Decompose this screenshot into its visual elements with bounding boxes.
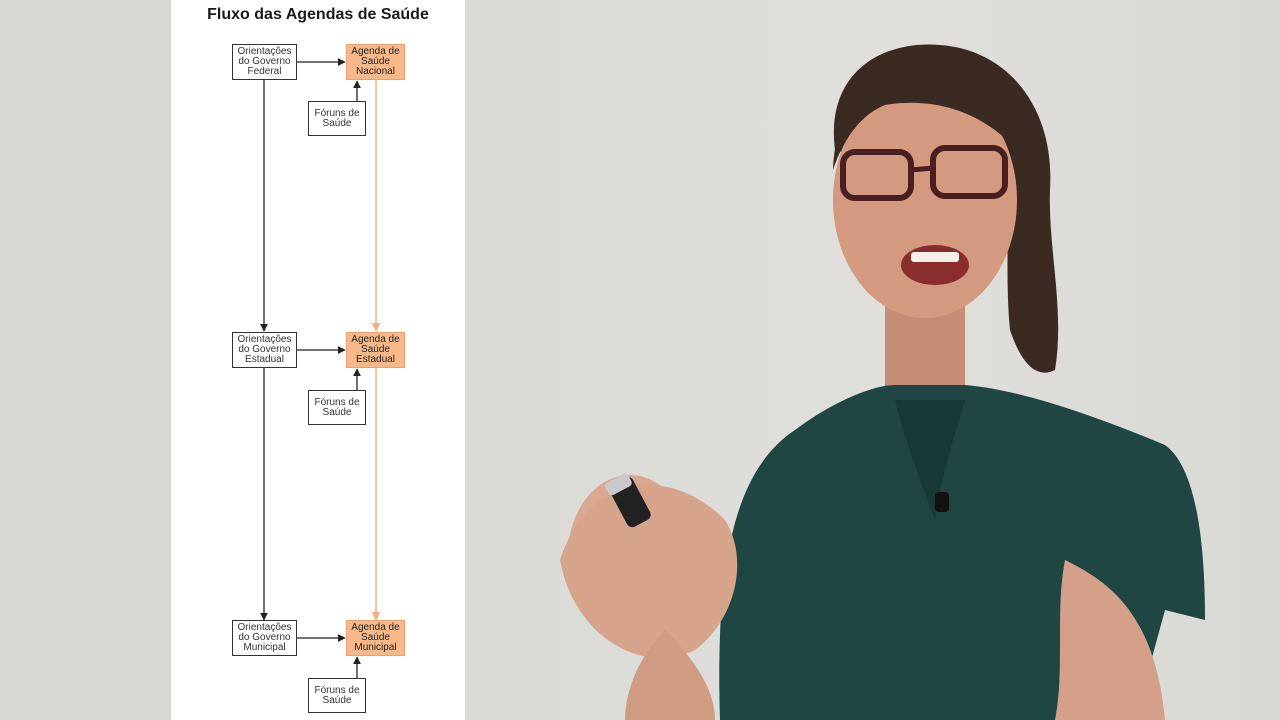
guidance-box-federal: Orientações do Governo Federal: [232, 44, 297, 80]
guidance-box-municipal: Orientações do Governo Municipal: [232, 620, 297, 656]
forum-box-state: Fóruns de Saúde: [308, 390, 366, 425]
guidance-box-state: Orientações do Governo Estadual: [232, 332, 297, 368]
agenda-box-national: Agenda de Saúde Nacional: [346, 44, 405, 80]
forum-box-municipal: Fóruns de Saúde: [308, 678, 366, 713]
presenter-photo: [560, 44, 1205, 720]
agenda-box-state: Agenda de Saúde Estadual: [346, 332, 405, 368]
agenda-box-municipal: Agenda de Saúde Municipal: [346, 620, 405, 656]
diagram-panel: Fluxo das Agendas de Saúde: [171, 0, 465, 720]
diagram-title: Fluxo das Agendas de Saúde: [207, 6, 429, 23]
diagram-connectors: [260, 58, 381, 678]
forum-box-federal: Fóruns de Saúde: [308, 101, 366, 136]
